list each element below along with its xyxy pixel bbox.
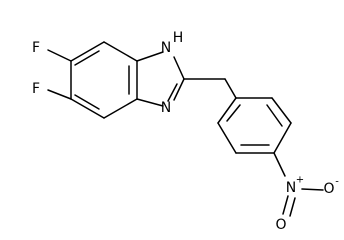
bond <box>173 56 185 80</box>
bond-n-o-double-b <box>289 197 296 217</box>
bond-ch2-right <box>224 78 237 99</box>
bond-n-o-single <box>301 188 324 191</box>
bond <box>70 41 105 62</box>
bond-n-o-double-a <box>282 195 289 215</box>
imidazole-n-label: N <box>161 100 171 116</box>
benzimidazole-benzene-ring <box>70 41 138 119</box>
nitro-oxygen-bottom-label: O <box>275 217 286 233</box>
bond <box>266 104 283 127</box>
bond <box>74 50 100 66</box>
bond <box>173 78 185 101</box>
bond <box>103 98 138 119</box>
chemical-structure-diagram: F F N H N N + O - O <box>32 30 339 233</box>
bond-c-f-bottom <box>47 89 72 100</box>
bond <box>226 104 241 122</box>
fluorine-top-label: F <box>32 40 40 56</box>
nitro-negative-charge: - <box>335 177 339 188</box>
fluorine-bottom-label: F <box>32 81 40 97</box>
nitro-positive-charge: + <box>296 175 304 186</box>
nitro-oxygen-right-label: O <box>323 181 334 197</box>
bond <box>273 122 292 154</box>
imidazole-ring <box>136 51 185 107</box>
bond <box>271 97 292 124</box>
bond <box>217 122 237 154</box>
bond-c-f-top <box>47 49 72 62</box>
imidazole-nh-h-label: H <box>173 30 184 46</box>
bond <box>70 98 105 119</box>
bond <box>103 41 138 62</box>
bond <box>167 83 178 102</box>
imidazole-nh-n-label: N <box>161 40 171 56</box>
bond <box>136 51 164 62</box>
nitrophenyl-ring <box>217 97 292 154</box>
bond <box>136 98 164 107</box>
nitro-nitrogen-label: N <box>286 180 296 196</box>
bond <box>74 94 100 110</box>
bond-c-no2 <box>273 152 286 177</box>
bond <box>217 97 237 124</box>
